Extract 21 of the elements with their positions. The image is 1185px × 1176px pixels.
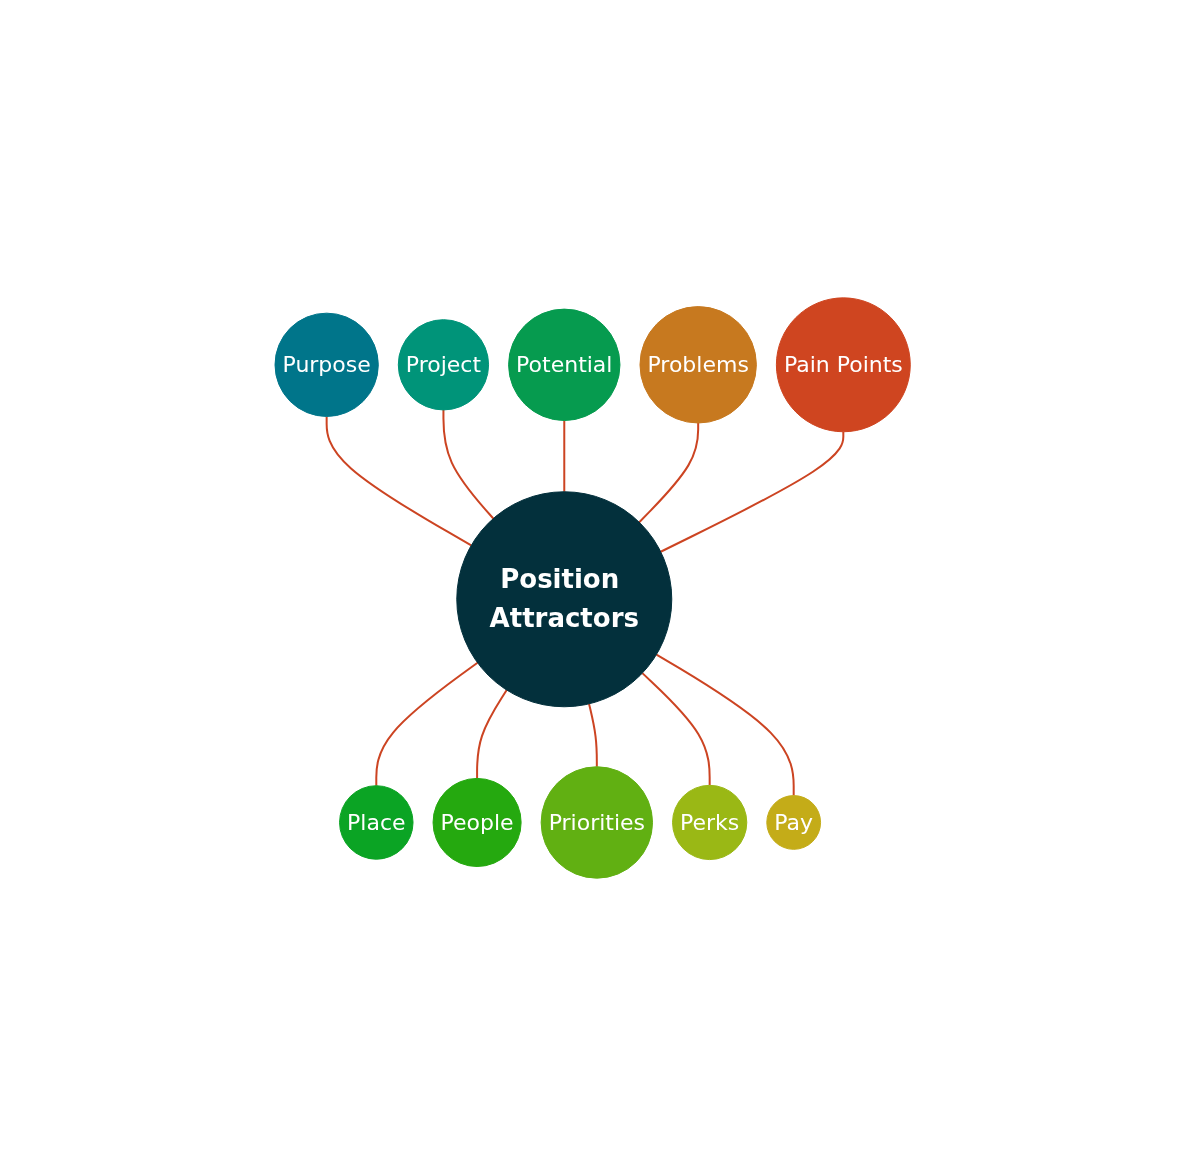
node-circle: Project: [397, 319, 489, 411]
connector: [442, 408, 495, 520]
node-circle: Potential: [507, 308, 621, 421]
connector: [659, 430, 845, 553]
connector: [587, 702, 598, 768]
connector: [325, 415, 473, 547]
connector: [475, 689, 508, 780]
node-circle: People: [432, 777, 522, 867]
connector: [563, 419, 566, 493]
node-circle: Priorities: [540, 766, 653, 879]
connector: [638, 422, 700, 524]
node-circle: Place: [338, 785, 414, 860]
node-circle: Position Attractors: [456, 491, 673, 708]
node-circle: Perks: [671, 784, 748, 861]
connector: [641, 672, 711, 787]
node-circle: Pay: [766, 795, 821, 850]
connector: [375, 661, 479, 787]
connector: [655, 653, 795, 797]
node-circle: Purpose: [274, 312, 379, 417]
node-circle: Pain Points: [775, 297, 911, 433]
node-circle: Problems: [639, 306, 757, 424]
